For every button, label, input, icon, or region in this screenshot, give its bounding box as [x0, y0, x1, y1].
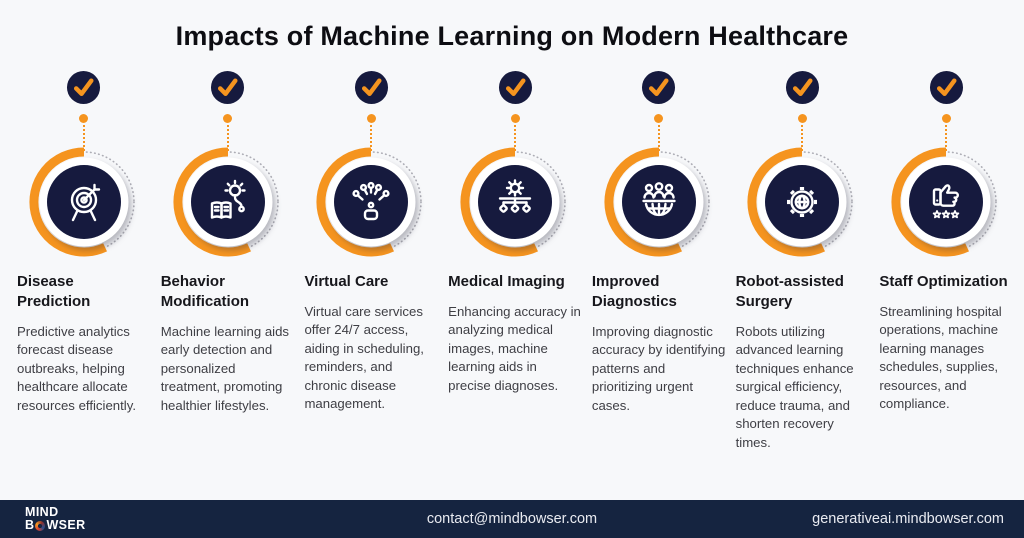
logo-line2: B WSER: [25, 518, 86, 532]
item-description: Virtual care services offer 24/7 access,…: [304, 303, 424, 412]
column-virtual-care: Virtual Care Virtual care services offer…: [299, 70, 443, 452]
footer-bar: MIND B WSER contact@mindbowser.com gener…: [0, 500, 1024, 538]
people-globe-icon: [604, 147, 710, 257]
item-heading: Disease Prediction: [17, 273, 91, 310]
column-disease-prediction: Disease Prediction Predictive analytics …: [12, 70, 156, 452]
item-description: Machine learning aids early detection an…: [160, 323, 290, 413]
website-link[interactable]: generativeai.mindbowser.com: [812, 511, 1004, 527]
check-badge-icon: [354, 70, 388, 105]
column-improved-diagnostics: Improved Diagnostics Improving diagnosti…: [587, 70, 731, 452]
connector-dot: [223, 114, 233, 123]
connector-dot: [79, 114, 89, 123]
item-heading: Medical Imaging: [448, 273, 565, 290]
connector-dot: [510, 114, 520, 123]
connector-dot: [797, 114, 807, 123]
item-heading: Virtual Care: [304, 273, 389, 290]
column-medical-imaging: Medical Imaging Enhancing accuracy in an…: [443, 70, 587, 452]
logo-line1: MIND: [25, 504, 59, 519]
connector-dot: [366, 114, 376, 123]
item-description: Improving diagnostic accuracy by identif…: [591, 323, 726, 413]
item-heading: Behavior Modification: [160, 273, 250, 310]
gear-hierarchy-icon: [460, 147, 566, 257]
column-behavior-modification: Behavior Modification Machine learning a…: [156, 70, 300, 452]
connector-dotted-line: [945, 125, 948, 151]
column-staff-optimization: Staff Optimization Streamlining hospital…: [874, 70, 1018, 452]
connector-dotted-line: [226, 125, 229, 151]
gear-globe-icon: [747, 147, 854, 257]
item-description: Streamlining hospital operations, machin…: [879, 303, 1002, 412]
check-badge-icon: [211, 70, 245, 105]
connector-dotted-line: [657, 125, 660, 151]
connector-dotted-line: [801, 125, 804, 151]
item-heading: Robot-assisted Surgery: [735, 273, 844, 310]
page-title: Impacts of Machine Learning on Modern He…: [175, 21, 849, 51]
connector-dot: [941, 114, 951, 123]
connector-dotted-line: [82, 125, 85, 151]
connector-dotted-line: [514, 125, 517, 151]
item-description: Robots utilizing advanced learning techn…: [735, 323, 854, 450]
network-nodes-icon: [316, 147, 423, 257]
check-badge-icon: [929, 70, 963, 105]
contact-email[interactable]: contact@mindbowser.com: [426, 511, 598, 527]
item-heading: Staff Optimization: [879, 273, 1008, 290]
thumbs-up-stars-icon: [891, 147, 997, 257]
connector-dot: [654, 114, 664, 123]
item-description: Predictive analytics forecast disease ou…: [17, 323, 136, 413]
check-badge-icon: [67, 70, 101, 105]
check-badge-icon: [642, 70, 676, 105]
mindbowser-logo: MIND B WSER: [25, 504, 86, 532]
target-icon: [29, 147, 135, 257]
book-lightbulb-icon: [173, 147, 279, 257]
connector-dotted-line: [370, 125, 373, 151]
item-description: Enhancing accuracy in analyzing medical …: [448, 303, 581, 393]
item-heading: Improved Diagnostics: [591, 273, 677, 310]
check-badge-icon: [498, 70, 532, 105]
column-robot-assisted-surgery: Robot-assisted Surgery Robots utilizing …: [731, 70, 875, 452]
logo-swirl-icon: [35, 520, 46, 531]
impact-columns: Disease Prediction Predictive analytics …: [12, 70, 1018, 452]
check-badge-icon: [785, 70, 819, 105]
